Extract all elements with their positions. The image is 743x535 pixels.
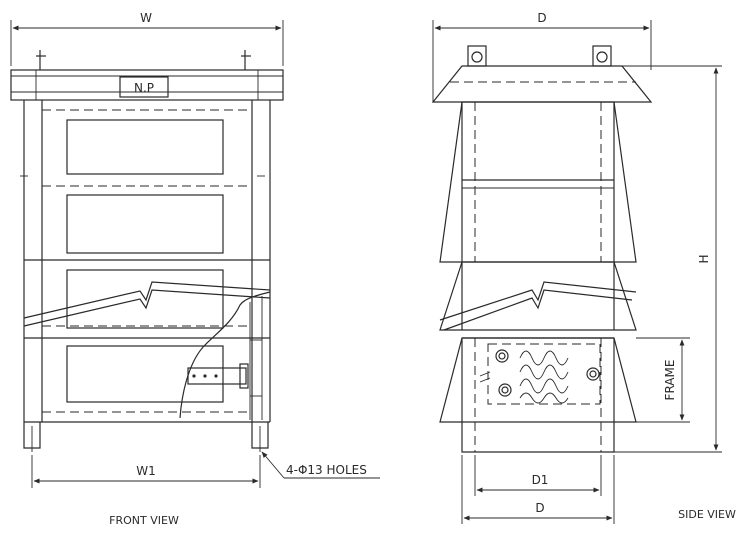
side-body <box>439 101 637 453</box>
mounting-feet <box>23 422 269 452</box>
depth1-dimension: D1 <box>474 455 602 496</box>
front-width-dimension: W <box>10 11 284 66</box>
depth-bottom-label: D <box>535 501 544 515</box>
front-view-title: FRONT VIEW <box>109 514 179 527</box>
lifting-eyes-side <box>467 45 612 67</box>
lifting-lugs-front <box>36 50 251 70</box>
front-w1-dimension: W1 <box>31 455 261 488</box>
height-dimension: H <box>614 65 722 453</box>
top-frame <box>10 69 284 101</box>
side-view-title: SIDE VIEW <box>678 508 736 521</box>
nameplate: N.P <box>119 76 169 98</box>
height-label: H <box>697 254 711 263</box>
side-depth-bottom-dimension: D <box>461 455 615 524</box>
cabinet-body <box>20 100 271 423</box>
cutaway-section <box>179 291 271 420</box>
width-label: W <box>140 11 152 25</box>
holes-label: 4-Φ13 HOLES <box>286 463 367 477</box>
d1-label: D1 <box>532 473 549 487</box>
vent-panels <box>66 119 224 403</box>
nameplate-label: N.P <box>134 81 154 95</box>
frame-label: FRAME <box>663 360 677 401</box>
front-view: W N.P <box>10 11 380 527</box>
frame-dimension: FRAME <box>636 337 690 423</box>
roof-hood <box>431 65 653 103</box>
coil-assembly <box>479 343 601 405</box>
break-line-side <box>439 281 637 331</box>
depth-top-label: D <box>537 11 546 25</box>
w1-label: W1 <box>136 464 156 478</box>
holes-callout: 4-Φ13 HOLES <box>261 451 380 479</box>
side-depth-top-dimension: D <box>432 11 652 102</box>
side-view: D <box>431 11 736 524</box>
break-line-front <box>23 281 271 327</box>
